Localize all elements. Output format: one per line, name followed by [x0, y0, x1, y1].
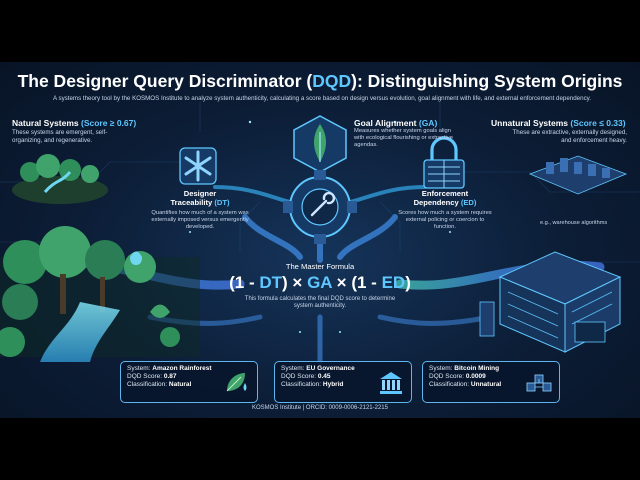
leaf-droplet-icon — [226, 373, 247, 392]
natural-systems-description: These systems are emergent, self-organiz… — [12, 129, 108, 144]
letterbox-top — [0, 0, 640, 62]
enforcement-dependency-description: Scores how much a system requires extern… — [398, 210, 492, 230]
letterbox-bottom — [0, 418, 640, 480]
designer-traceability-description: Quantifies how much of a system was exte… — [151, 210, 249, 230]
example-card-rainforest: System: Amazon Rainforest DQD Score: 0.8… — [120, 361, 258, 403]
formula-label: The Master Formula — [285, 262, 355, 271]
master-formula: (1 - DT) × GA × (1 - ED) — [229, 273, 411, 292]
server-block-illustration — [479, 251, 622, 353]
rainforest-illustration — [0, 226, 200, 362]
goal-alignment-emblem — [293, 115, 347, 173]
page-subtitle: A systems theory tool by the KOSMOS Inst… — [52, 95, 592, 102]
footer-credit: KOSMOS Institute | ORCID: 0009-0006-2121… — [252, 405, 388, 411]
unnatural-example: e.g., warehouse algorithms — [540, 220, 608, 226]
natural-systems-title: Natural Systems (Score ≥ 0.67) — [12, 118, 137, 128]
central-gear — [283, 170, 357, 244]
unnatural-systems-title: Unnatural Systems (Score ≤ 0.33) — [491, 118, 626, 128]
example-card-bitcoin-mining: System: Bitcoin Mining DQD Score: 0.0009… — [422, 361, 560, 403]
goal-alignment-title: Goal Alignment (GA) — [354, 118, 438, 128]
blockchain-cubes-icon — [526, 374, 552, 392]
formula-description: This formula calculates the final DQD sc… — [244, 296, 396, 310]
example-card-eu-governance: System: EU Governance DQD Score: 0.45 Cl… — [274, 361, 412, 403]
government-building-icon — [380, 372, 402, 394]
forest-island-illustration — [12, 154, 108, 204]
goal-alignment-description: Measures whether system goals align with… — [354, 128, 453, 148]
warehouse-illustration — [528, 155, 628, 195]
sparkles — [189, 120, 451, 333]
infographic-poster: The Designer Query Discriminator (DQD): … — [0, 62, 640, 418]
infographic-artwork — [0, 102, 640, 365]
padlock-emblem — [423, 136, 465, 189]
knot-emblem — [179, 147, 217, 185]
page-title: The Designer Query Discriminator (DQD): … — [17, 71, 623, 91]
unnatural-systems-description: These are extractive, externally designe… — [512, 129, 627, 144]
